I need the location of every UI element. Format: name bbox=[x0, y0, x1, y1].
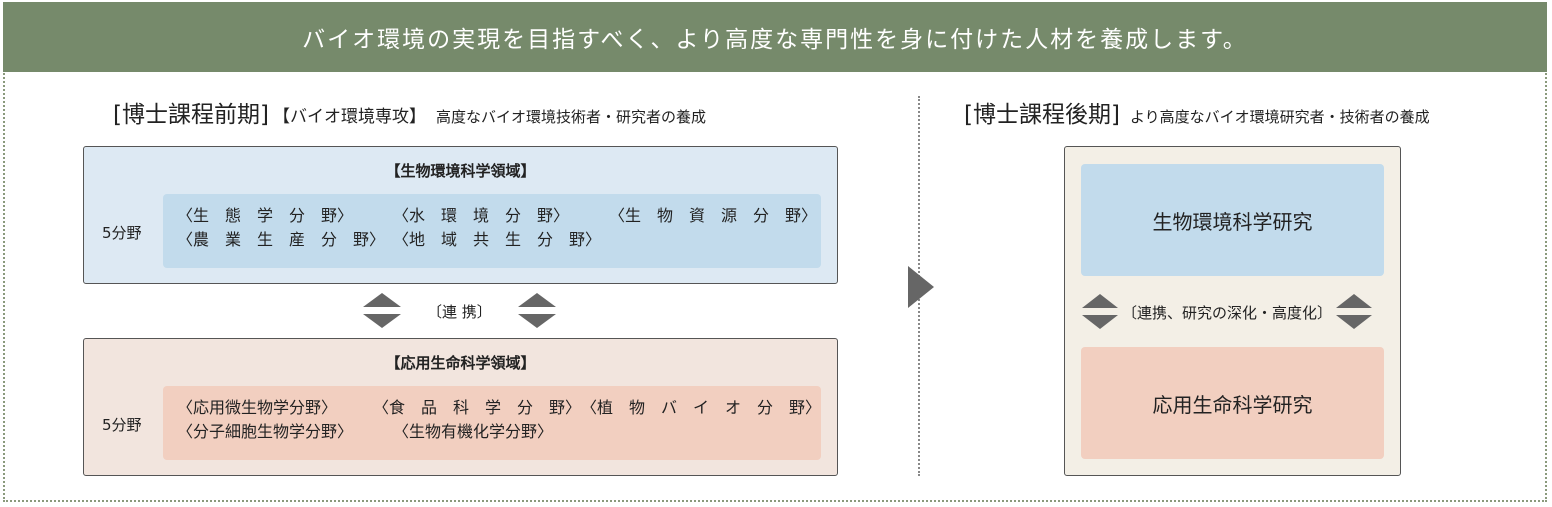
field-item: 〈生 物 資 源 分 野〉 bbox=[609, 206, 818, 225]
master-desc: 高度なバイオ環境技術者・研究者の養成 bbox=[435, 108, 706, 126]
double-arrow-icon bbox=[1082, 294, 1118, 329]
master-link-label: 〔連 携〕 bbox=[427, 302, 492, 321]
doctor-heading: [博士課程後期] より高度なバイオ環境研究者・技術者の養成 bbox=[964, 95, 1430, 129]
field-item: 〈分子細胞生物学分野〉 bbox=[177, 422, 354, 441]
app-life-fields: 〈応用微生物学分野〉 〈食 品 科 学 分 野〉 〈植 物 バ イ オ 分 野〉… bbox=[163, 386, 821, 460]
research-bio-env: 生物環境科学研究 bbox=[1081, 164, 1384, 276]
field-item: 〈農 業 生 産 分 野〉 bbox=[177, 230, 386, 249]
doctor-desc: より高度なバイオ環境研究者・技術者の養成 bbox=[1129, 108, 1430, 126]
doctor-link: 〔連携、研究の深化・高度化〕 bbox=[1082, 294, 1373, 330]
doctor-link-label: 〔連携、研究の深化・高度化〕 bbox=[1122, 303, 1333, 322]
field-item: 〈生 態 学 分 野〉 bbox=[177, 206, 354, 225]
field-item: 〈地 域 共 生 分 野〉 bbox=[393, 230, 602, 249]
app-life-title: 【応用生命科学領域】 bbox=[385, 354, 536, 372]
app-life-count: 5分野 bbox=[102, 416, 142, 434]
bio-env-title: 【生物環境科学領域】 bbox=[385, 162, 536, 180]
field-item: 〈生物有機化学分野〉 bbox=[393, 422, 554, 441]
bio-env-box: 【生物環境科学領域】 5分野 〈生 態 学 分 野〉 〈水 環 境 分 野〉 〈… bbox=[83, 146, 838, 284]
bio-env-fields: 〈生 態 学 分 野〉 〈水 環 境 分 野〉 〈生 物 資 源 分 野〉 〈農… bbox=[163, 194, 821, 268]
double-arrow-icon bbox=[363, 293, 401, 328]
master-heading: [博士課程前期] 【バイオ環境専攻】 高度なバイオ環境技術者・研究者の養成 bbox=[113, 95, 706, 129]
app-life-box: 【応用生命科学領域】 5分野 〈応用微生物学分野〉 〈食 品 科 学 分 野〉 … bbox=[83, 338, 838, 476]
master-title: [博士課程前期] bbox=[113, 102, 269, 128]
bio-env-count: 5分野 bbox=[102, 224, 142, 242]
doctor-title: [博士課程後期] bbox=[964, 102, 1120, 128]
banner: バイオ環境の実現を目指すべく、より高度な専門性を身に付けた人材を養成します。 bbox=[3, 2, 1547, 72]
field-item: 〈応用微生物学分野〉 bbox=[177, 398, 338, 417]
double-arrow-icon bbox=[517, 293, 556, 328]
field-item: 〈食 品 科 学 分 野〉 bbox=[372, 398, 581, 417]
master-major: 【バイオ環境専攻】 bbox=[272, 107, 426, 127]
field-item: 〈植 物 バ イ オ 分 野〉 bbox=[580, 398, 821, 417]
doctor-box: 生物環境科学研究 〔連携、研究の深化・高度化〕 応用生命科学研究 bbox=[1064, 146, 1401, 476]
master-link: 〔連 携〕 bbox=[363, 293, 556, 329]
double-arrow-icon bbox=[1336, 294, 1373, 329]
right-triangle-icon bbox=[908, 266, 934, 308]
field-item: 〈水 環 境 分 野〉 bbox=[393, 206, 570, 225]
research-app-life: 応用生命科学研究 bbox=[1081, 347, 1384, 459]
